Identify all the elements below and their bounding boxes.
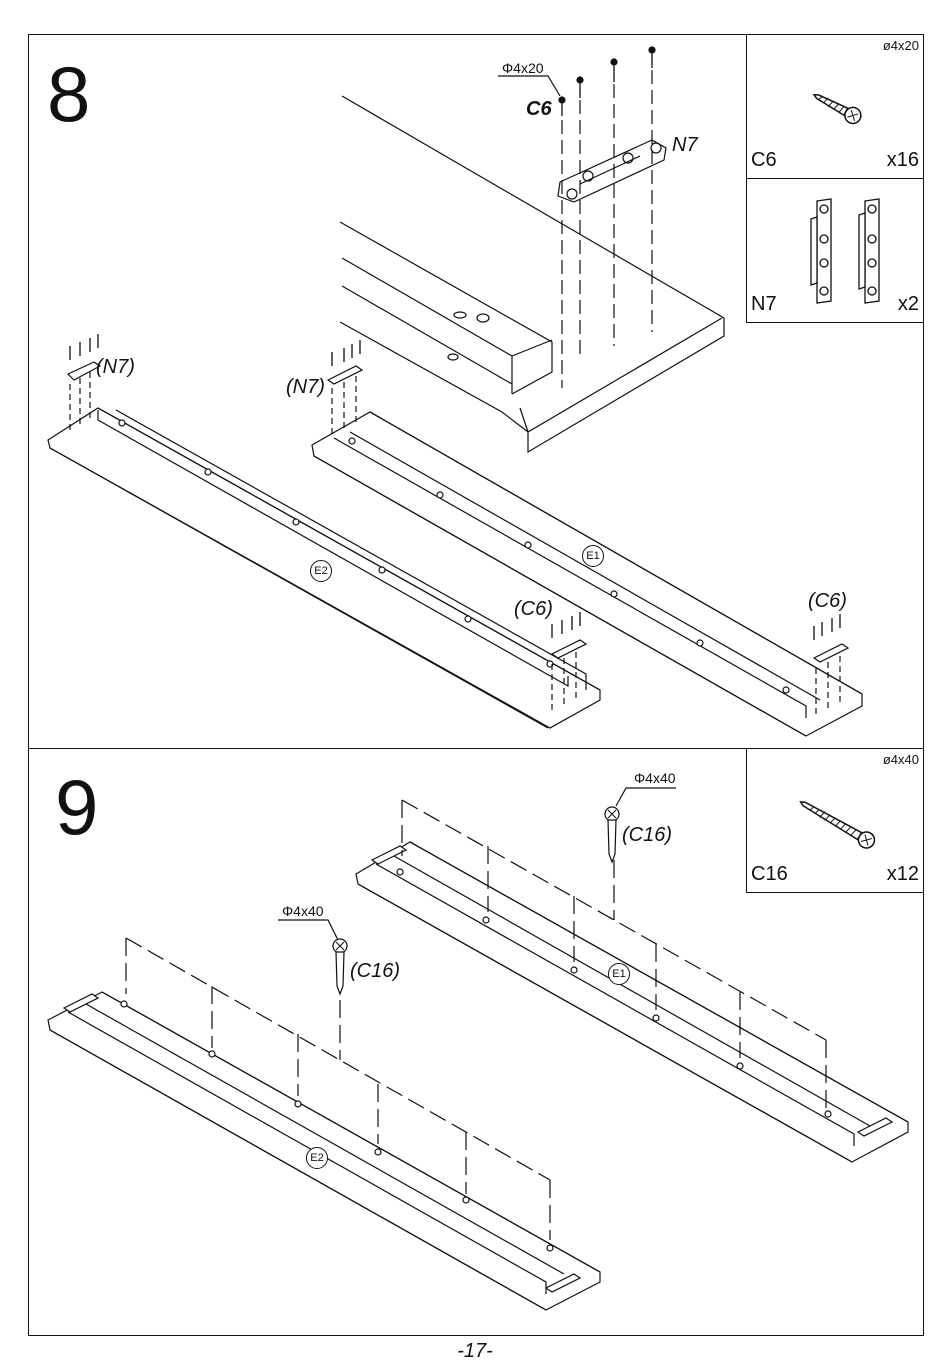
screw-icon (812, 94, 862, 125)
panel-label-e2: E2 (306, 1147, 328, 1169)
parts-box-n7: N7 x2 (746, 178, 924, 323)
panel-label-e2: E2 (310, 560, 332, 582)
n7-callout-left: (N7) (96, 356, 135, 378)
page-number: -17- (457, 1340, 493, 1362)
part-code: C16 (751, 863, 788, 885)
panel-label-e1: E1 (608, 963, 630, 985)
step-number-8: 8 (47, 50, 91, 138)
screw-size-label: ø4x40 (882, 752, 919, 767)
screw-dimension-label-right: Φ4x40 (634, 770, 676, 786)
connector-bracket-icon (810, 198, 880, 304)
screw-dimension-label-left: Φ4x40 (282, 903, 324, 919)
c16-callout-left: (C16) (350, 960, 401, 982)
c6-callout-right: (C6) (808, 590, 847, 612)
screw-icon (799, 801, 876, 849)
n7-callout-middle: (N7) (286, 376, 325, 398)
part-quantity: x2 (897, 293, 919, 315)
c16-callout-right: (C16) (622, 824, 673, 846)
parts-box-c6: ø4x20 C6 x16 (746, 34, 924, 179)
c6-callout-left: (C6) (514, 598, 553, 620)
panel-label-e1: E1 (582, 545, 604, 567)
step-number-9: 9 (55, 763, 99, 851)
step-9-panel (28, 748, 924, 1336)
n7-callout: N7 (672, 134, 698, 156)
part-code: C6 (751, 149, 777, 171)
parts-box-c16: ø4x40 C16 x12 (746, 748, 924, 893)
part-code: N7 (751, 293, 777, 315)
c6-callout: C6 (526, 98, 552, 120)
screw-size-label: ø4x20 (882, 38, 919, 53)
screw-dimension-label: Φ4x20 (502, 60, 544, 76)
part-quantity: x16 (886, 149, 919, 171)
part-quantity: x12 (886, 863, 919, 885)
